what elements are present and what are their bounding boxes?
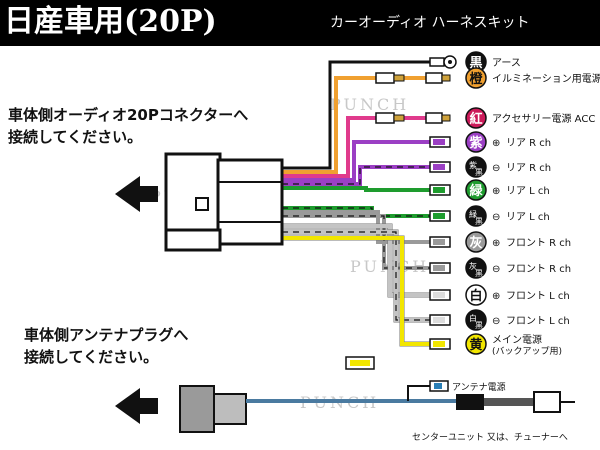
arrow-left-icon (115, 176, 158, 212)
polarity-icon: ⊖ (492, 212, 500, 223)
audio-connector-20p (164, 152, 284, 252)
instruction-audio-line2: 接続してください。 (8, 128, 143, 146)
antenna-power-wire (407, 385, 430, 401)
wire-color-char: 緑 (469, 209, 477, 219)
wire-label-sub: (バックアップ用) (492, 346, 562, 357)
wire-label: フロント R ch (506, 264, 571, 275)
wire-11 (282, 236, 430, 346)
wire-stripe-8 (282, 215, 430, 269)
spade-terminal-icon (429, 262, 451, 274)
antenna-power-terminal-icon (429, 380, 449, 392)
wire-5 (282, 186, 430, 192)
wire-label: フロント L ch (506, 291, 570, 302)
wire-color-badge: 橙 (465, 67, 487, 89)
wire-outline (282, 235, 430, 347)
bullet-terminal-icon (375, 72, 451, 84)
spade-terminal-icon (429, 338, 451, 350)
wire-color-char: 黒 (469, 55, 482, 71)
wire-stripe-char: 黒 (475, 269, 483, 278)
wire-color-badge: 黄 (465, 333, 487, 355)
wire-10 (282, 230, 430, 322)
wire-9 (282, 224, 430, 297)
wire-label: リア R ch (506, 163, 551, 174)
page-title: 日産車用(20P) (4, 4, 217, 39)
bullet-terminal-icon (375, 112, 451, 124)
wire-color-char: 橙 (469, 71, 483, 87)
spade-terminal-icon (429, 236, 451, 248)
wire-color-char: 白 (469, 313, 477, 323)
polarity-icon: ⊕ (492, 138, 500, 149)
wire-stripe-char: 黒 (475, 168, 483, 177)
watermark-text: PUNCH (330, 95, 409, 114)
spade-terminal-icon (429, 210, 451, 222)
wire-color-char: 紫 (469, 135, 482, 151)
arrow-left-icon (115, 388, 158, 424)
polarity-icon: ⊕ (492, 186, 500, 197)
instruction-audio-connector: 車体側オーディオ20Pコネクターへ 接続してください。 (8, 104, 248, 148)
wire-color-badge: 紫黒 (465, 156, 487, 178)
spade-terminal-icon (429, 289, 451, 301)
wire-label: アクセサリー電源 ACC (492, 112, 595, 125)
spade-terminal-icon (429, 136, 451, 148)
main-power-extra-terminal-icon (345, 356, 375, 370)
wire-color-badge: 白 (465, 284, 487, 306)
wire-stripe-char: 黒 (475, 217, 483, 226)
page-subtitle: カーオーディオ ハーネスキット (330, 15, 530, 31)
wire-label: フロント L ch (506, 316, 570, 327)
wire-stripe-10 (282, 231, 430, 321)
wire-color-badge: 灰 (465, 231, 487, 253)
wire-color-char: 緑 (469, 183, 483, 199)
wire-color-char: 紫 (469, 161, 477, 170)
wire-color-char: 黄 (469, 337, 482, 353)
wire-bundle (282, 60, 430, 347)
antenna-power-label: アンテナ電源 (452, 382, 506, 393)
spade-terminal-icon (429, 184, 451, 196)
instruction-antenna-line2: 接続してください。 (24, 348, 159, 366)
polarity-icon: ⊖ (492, 264, 500, 275)
wire-label: フロント R ch (506, 238, 571, 249)
wire-label: リア L ch (506, 212, 550, 223)
ring-terminal-icon (429, 55, 457, 69)
wire-stripe-4 (282, 166, 430, 185)
wire-label: イルミネーション用電源 (492, 72, 600, 85)
wire-color-char: 白 (469, 288, 482, 304)
title-bar: 日産車用(20P) カーオーディオ ハーネスキット (0, 0, 600, 46)
wire-color-char: 灰 (469, 261, 477, 271)
instruction-antenna-plug: 車体側アンテナプラグへ 接続してください。 (24, 324, 188, 368)
polarity-icon: ⊖ (492, 316, 500, 327)
instruction-antenna-line1: 車体側アンテナプラグへ (24, 326, 189, 344)
wire-color-badge: 緑黒 (465, 205, 487, 227)
antenna-output-connector (456, 391, 575, 413)
polarity-icon: ⊕ (492, 238, 500, 249)
antenna-plug (179, 385, 247, 433)
spade-terminal-icon (429, 161, 451, 173)
wire-label: リア R ch (506, 138, 551, 149)
wire-color-char: 紅 (469, 111, 482, 127)
wire-color-badge: 紅 (465, 107, 487, 129)
wire-color-badge: 灰黒 (465, 257, 487, 279)
wire-3 (282, 140, 430, 182)
wire-label: メイン電源 (492, 333, 542, 346)
spade-terminal-icon (429, 314, 451, 326)
instruction-audio-line1: 車体側オーディオ20Pコネクターへ (8, 106, 249, 124)
wire-stripe-char: 黒 (475, 321, 483, 330)
polarity-icon: ⊕ (492, 291, 500, 302)
wire-color-badge: 白黒 (465, 309, 487, 331)
wire-label: リア L ch (506, 186, 550, 197)
wire-labels: 黒アース橙イルミネーション用電源紅アクセサリー電源 ACC紫⊕リア R ch紫黒… (375, 51, 600, 357)
wire-color-badge: 緑 (465, 179, 487, 201)
wire-label: アース (492, 58, 521, 69)
polarity-icon: ⊖ (492, 163, 500, 174)
wire-outline (282, 229, 430, 323)
wire-color-badge: 紫 (465, 131, 487, 153)
wire-0 (282, 60, 430, 170)
antenna-unit-label: センターユニット 又は、チューナーへ (412, 432, 568, 443)
wire-color-char: 灰 (469, 235, 482, 251)
